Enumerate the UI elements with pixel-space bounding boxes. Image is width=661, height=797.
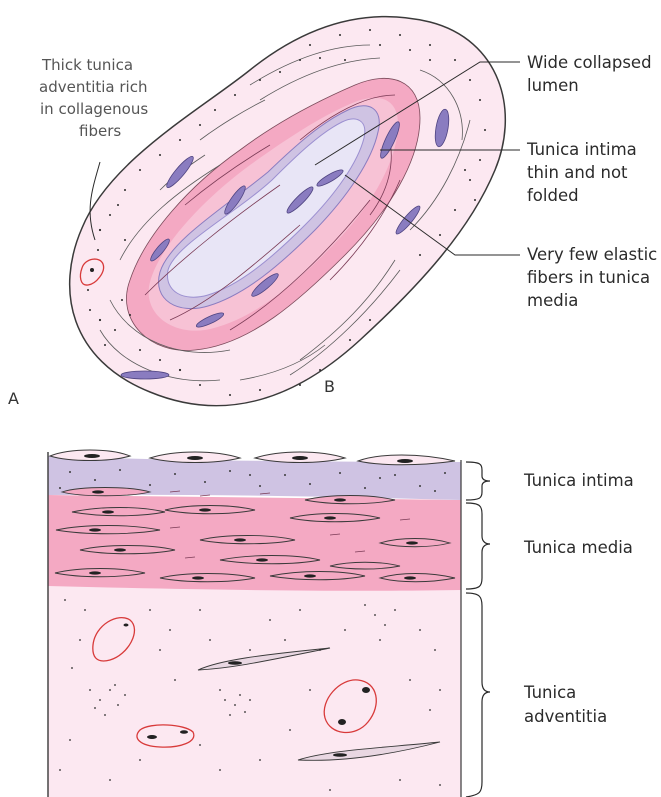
adventitia-band — [48, 585, 461, 797]
brace-intima — [466, 462, 490, 500]
label-tunica-intima: Tunica intima — [523, 471, 634, 490]
label-tunica-adventitia: Tunica adventitia — [523, 683, 607, 726]
red-cell-2 — [137, 725, 194, 747]
label-tunica-media: Tunica media — [523, 538, 633, 557]
panel-a-cross-section: Thick tunica adventitia rich in collagen… — [8, 17, 661, 408]
panel-letter-a: A — [8, 389, 19, 408]
brace-media — [466, 503, 490, 589]
brace-adventitia — [466, 593, 490, 797]
panel-letter-b: B — [324, 377, 335, 396]
label-adventitia-rich: Thick tunica adventitia rich in collagen… — [39, 56, 153, 140]
label-wide-collapsed-lumen: Wide collapsed lumen — [527, 53, 657, 95]
braces — [466, 462, 490, 797]
panel-b-layers: Tunica intima Tunica media Tunica advent… — [48, 450, 634, 797]
label-intima-thin: Tunica intima thin and not folded — [526, 140, 642, 205]
label-few-elastic-fibers: Very few elastic fibers in tunica media — [527, 245, 661, 310]
